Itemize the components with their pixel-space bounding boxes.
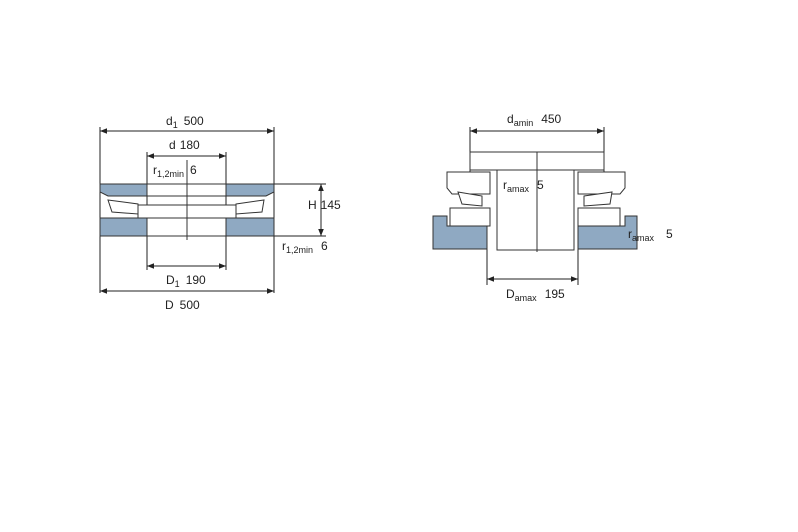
housing-right [577, 215, 638, 250]
shaft-washer-right [225, 183, 275, 197]
roller-right [583, 191, 613, 207]
shaft-washer-left [99, 183, 148, 197]
shaft-center [496, 169, 575, 251]
housing-washer-left [449, 207, 491, 227]
roller-left [457, 191, 483, 207]
housing-washer-left [99, 217, 148, 237]
roller-left [107, 199, 139, 215]
housing-washer-right [577, 207, 621, 227]
housing-washer-right [225, 217, 275, 237]
shaft-washer-left [446, 171, 491, 195]
roller-right [235, 199, 265, 215]
shaft-washer-right [577, 171, 626, 195]
